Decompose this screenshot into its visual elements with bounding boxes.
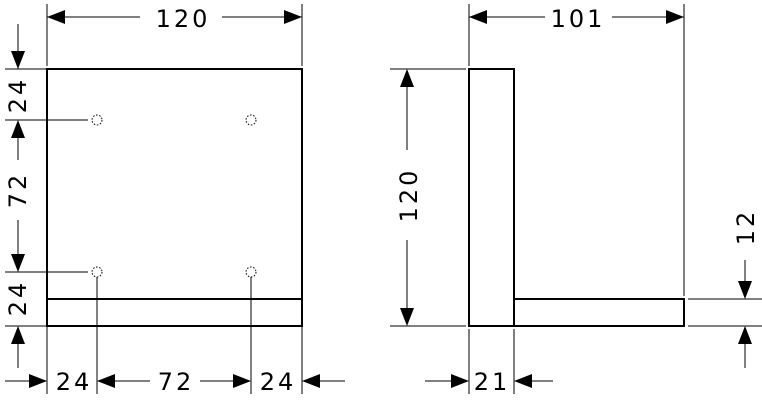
arrowhead [400, 308, 414, 326]
dimension-label-hole-spacing-vertical: 72 [4, 172, 32, 209]
mounting-hole-top-left [91, 114, 103, 126]
dimension-front-horizontal: 24 72 24 [5, 277, 345, 396]
arrowhead [11, 51, 25, 69]
arrowhead [11, 326, 25, 344]
arrowhead [11, 254, 25, 272]
arrowhead [29, 374, 47, 388]
dimension-back-thickness: 21 [425, 329, 553, 396]
arrowhead [738, 326, 752, 344]
dimension-label-right-offset: 24 [260, 368, 297, 396]
dimension-label-front-width: 120 [156, 5, 211, 33]
arrowhead [97, 374, 115, 388]
dimension-label-left-offset: 24 [56, 368, 93, 396]
dimension-label-shelf-thickness: 12 [732, 209, 760, 246]
arrowhead [738, 281, 752, 299]
dimension-front-width: 120 [46, 4, 303, 66]
arrowhead [284, 10, 302, 24]
arrowhead [11, 120, 25, 138]
arrowhead [666, 10, 684, 24]
mounting-hole-bottom-right [245, 266, 257, 278]
arrowhead [400, 69, 414, 87]
dimension-side-height: 120 [390, 68, 466, 327]
arrowhead [302, 374, 320, 388]
dimension-label-top-margin: 24 [4, 77, 32, 114]
front-view-shelf [46, 298, 303, 327]
arrowhead [451, 374, 469, 388]
dimension-label-bottom-margin: 24 [4, 280, 32, 317]
arrowhead [233, 374, 251, 388]
dimension-front-vertical: 24 72 24 [4, 24, 88, 368]
side-view-back-plate [468, 68, 515, 327]
side-view [468, 68, 685, 327]
dimension-label-side-height: 120 [395, 168, 423, 223]
mounting-hole-bottom-left [91, 266, 103, 278]
dimension-label-back-thickness: 21 [474, 368, 511, 396]
dimension-label-side-depth: 101 [551, 5, 606, 33]
dimension-side-depth: 101 [468, 4, 685, 296]
mounting-hole-top-right [245, 114, 257, 126]
side-view-shelf [513, 298, 685, 327]
dimension-label-hole-spacing-horizontal: 72 [158, 368, 195, 396]
dimension-shelf-thickness: 12 [688, 209, 762, 368]
front-view-panel [46, 68, 303, 327]
arrowhead [514, 374, 532, 388]
front-view [46, 68, 303, 327]
arrowhead [469, 10, 487, 24]
arrowhead [47, 10, 65, 24]
